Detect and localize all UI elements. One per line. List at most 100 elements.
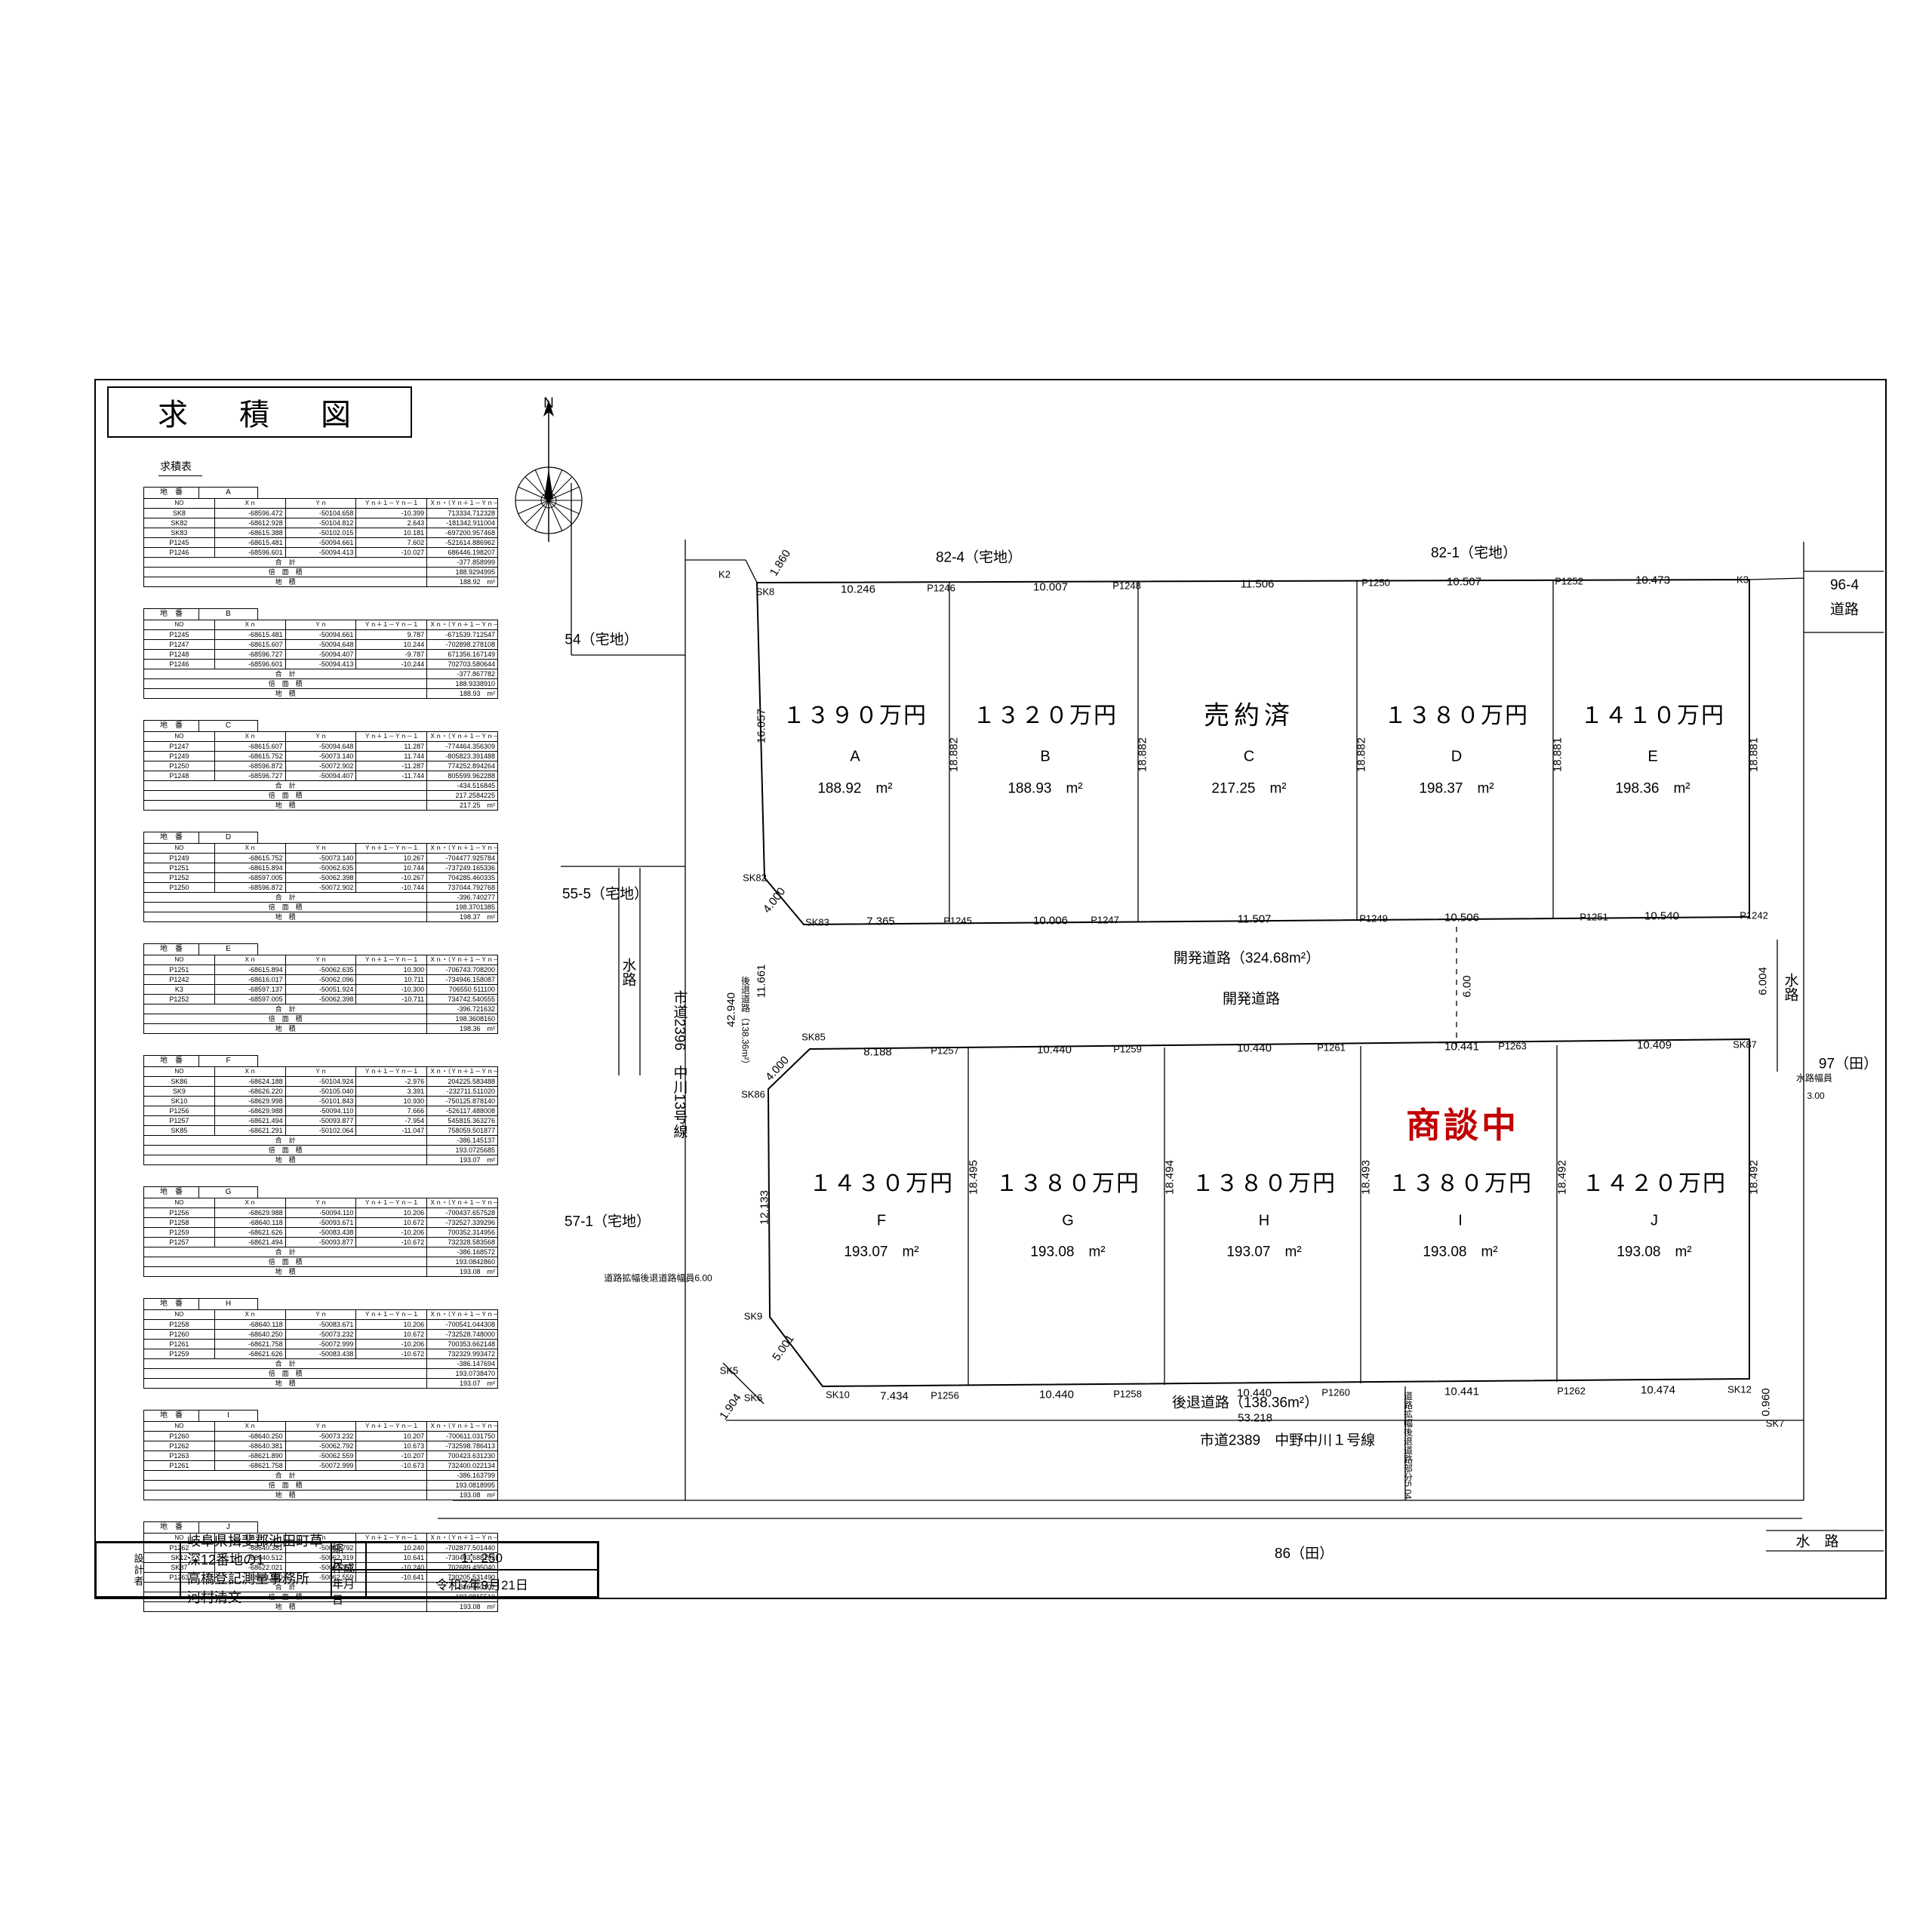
lot-C-price: 売約済	[1204, 701, 1294, 731]
area-table-D: 地 番DNOＸｎＹｎＹｎ＋１－Ｙｎ－１Ｘｎ・（Ｙｎ＋１－Ｙｎ－１）P1249-6…	[143, 832, 506, 922]
map-label: 4.000	[763, 1054, 792, 1084]
waterway-label-left: 水路	[620, 958, 636, 986]
map-label: P1261	[1317, 1041, 1346, 1054]
map-label: 6.004	[1756, 967, 1770, 995]
map-label: SK86	[741, 1088, 765, 1100]
lot-I-price: １３８０万円	[1388, 1171, 1533, 1196]
map-label: 42.940	[724, 992, 738, 1027]
title-block: 縮 尺 1：250 設計者 岐阜県揖斐郡池田町草深12番地の1 高橋登記測量事務…	[94, 1534, 599, 1607]
map-label: P1259	[1113, 1043, 1142, 1055]
parcel-label-54: 54（宅地）	[565, 632, 638, 648]
map-label: 11.507	[1237, 912, 1272, 926]
map-label: 10.246	[841, 583, 875, 596]
lot-C-letter: C	[1243, 748, 1255, 765]
map-label: 11.661	[755, 964, 768, 998]
map-label: P1260	[1321, 1386, 1350, 1398]
map-label: 18.494	[1163, 1160, 1177, 1195]
area-table-B: 地 番BNOＸｎＹｎＹｎ＋１－Ｙｎ－１Ｘｎ・（Ｙｎ＋１－Ｙｎ－１）P1245-6…	[143, 608, 506, 699]
lot-C-area: 217.25 m²	[1211, 780, 1287, 797]
lot-A-letter: A	[850, 748, 860, 765]
map-label: 10.441	[1444, 1040, 1479, 1054]
map-label: 18.495	[967, 1160, 980, 1195]
area-table-A: 地 番ANOＸｎＹｎＹｎ＋１－Ｙｎ－１Ｘｎ・（Ｙｎ＋１－Ｙｎ－１）SK8-685…	[143, 487, 506, 587]
lot-H-price: １３８０万円	[1192, 1171, 1337, 1196]
lot-D-area: 198.37 m²	[1419, 780, 1494, 797]
waterway-label-bottom: 水 路	[1795, 1534, 1839, 1550]
lot-F-area: 193.07 m²	[844, 1244, 919, 1260]
area-table-J: 地 番JNOＸｎＹｎＹｎ＋１－Ｙｎ－１Ｘｎ・（Ｙｎ＋１－Ｙｎ－１）P1262-6…	[143, 1521, 506, 1612]
map-label: 0.960	[1759, 1388, 1773, 1417]
map-label: P1248	[1112, 580, 1141, 592]
map-label: P1247	[1091, 914, 1119, 926]
map-label: 10.409	[1637, 1038, 1672, 1052]
road-label-2396: 市道2396 中川13号線	[671, 989, 688, 1139]
page-title: 求 積 図	[158, 398, 361, 432]
map-label: SK9	[743, 1310, 763, 1322]
map-label: 7.434	[880, 1389, 909, 1403]
parcel-label-96-4: 96-4	[1829, 577, 1860, 593]
map-label: 10.474	[1641, 1383, 1675, 1397]
map-label: 6.00	[1460, 975, 1474, 998]
map-label: P1242	[1740, 909, 1768, 921]
area-table-I: 地 番INOＸｎＹｎＹｎ＋１－Ｙｎ－１Ｘｎ・（Ｙｎ＋１－Ｙｎ－１）P1260-6…	[143, 1410, 506, 1500]
map-label: P1250	[1361, 577, 1390, 589]
map-label: 1.860	[767, 547, 794, 579]
map-label: 18.882	[947, 737, 961, 772]
lot-A-area: 188.92 m²	[817, 780, 893, 797]
map-label: SK7	[1765, 1417, 1785, 1429]
lot-I-area: 193.08 m²	[1423, 1244, 1498, 1260]
map-label: 12.133	[758, 1190, 771, 1225]
map-label: SK87	[1733, 1038, 1757, 1051]
lot-G-price: １３８０万円	[995, 1171, 1140, 1196]
lot-B-letter: B	[1040, 748, 1051, 765]
map-label: 10.441	[1444, 1385, 1479, 1398]
lot-E-price: １４１０万円	[1580, 703, 1725, 728]
map-label: K3	[1737, 574, 1749, 586]
map-label: P1256	[931, 1389, 959, 1401]
drawing-frame	[94, 379, 1887, 1599]
designer-label: 設計者	[96, 1543, 180, 1597]
designer-info: 岐阜県揖斐郡池田町草深12番地の1 高橋登記測量事務所 河村清文	[180, 1534, 331, 1605]
map-label: SK8	[755, 586, 775, 598]
map-label: 18.881	[1747, 737, 1761, 772]
negotiation-status: 商談中	[1406, 1106, 1519, 1145]
lot-A-price: １３９０万円	[783, 703, 928, 728]
map-label: K2	[718, 568, 731, 580]
map-label: 3.00	[1807, 1091, 1825, 1101]
lot-J-price: １４２０万円	[1582, 1171, 1727, 1196]
map-label: 10.006	[1033, 914, 1068, 928]
north-compass-icon	[515, 400, 583, 542]
map-label: SK12	[1727, 1383, 1752, 1395]
map-label: 10.440	[1037, 1043, 1072, 1057]
lot-J-letter: J	[1651, 1212, 1658, 1229]
map-label: 10.473	[1635, 574, 1670, 587]
lot-D-letter: D	[1451, 748, 1463, 765]
map-label: SK5	[719, 1364, 739, 1377]
map-label: 10.440	[1039, 1388, 1074, 1401]
development-road-label: 開発道路（324.68m²）	[1173, 950, 1321, 967]
area-table-C: 地 番CNOＸｎＹｎＹｎ＋１－Ｙｎ－１Ｘｎ・（Ｙｎ＋１－Ｙｎ－１）P1247-6…	[143, 720, 506, 811]
designer-address: 岐阜県揖斐郡池田町草深12番地の1	[187, 1533, 323, 1567]
map-label: P1249	[1359, 912, 1388, 924]
map-label: SK10	[826, 1389, 850, 1401]
area-table-E: 地 番ENOＸｎＹｎＹｎ＋１－Ｙｎ－１Ｘｎ・（Ｙｎ＋１－Ｙｎ－１）P1251-6…	[143, 943, 506, 1034]
lot-B-area: 188.93 m²	[1008, 780, 1083, 797]
compass-n-label: N	[543, 395, 554, 411]
designer-office: 高橋登記測量事務所 河村清文	[187, 1571, 323, 1606]
map-label: 18.492	[1747, 1160, 1761, 1195]
parcel-label-86: 86（田）	[1274, 1546, 1334, 1562]
parcel-label-97: 97（田）	[1818, 1056, 1878, 1072]
parcel-label-82-4: 82-4（宅地）	[935, 549, 1023, 566]
lot-G-area: 193.08 m²	[1030, 1244, 1106, 1260]
map-label: SK6	[743, 1392, 763, 1404]
map-label: 11.506	[1240, 577, 1275, 591]
map-label: 18.882	[1355, 737, 1368, 772]
area-table-F: 地 番FNOＸｎＹｎＹｎ＋１－Ｙｎ－１Ｘｎ・（Ｙｎ＋１－Ｙｎ－１）SK86-68…	[143, 1055, 506, 1165]
map-label: 18.492	[1555, 1160, 1569, 1195]
lot-F-letter: F	[876, 1212, 887, 1229]
scale-value: 1：250	[366, 1543, 598, 1570]
waterway-width-label: 水路幅員	[1795, 1072, 1833, 1084]
map-label: 10.007	[1033, 580, 1068, 594]
map-label: P1246	[927, 582, 955, 594]
